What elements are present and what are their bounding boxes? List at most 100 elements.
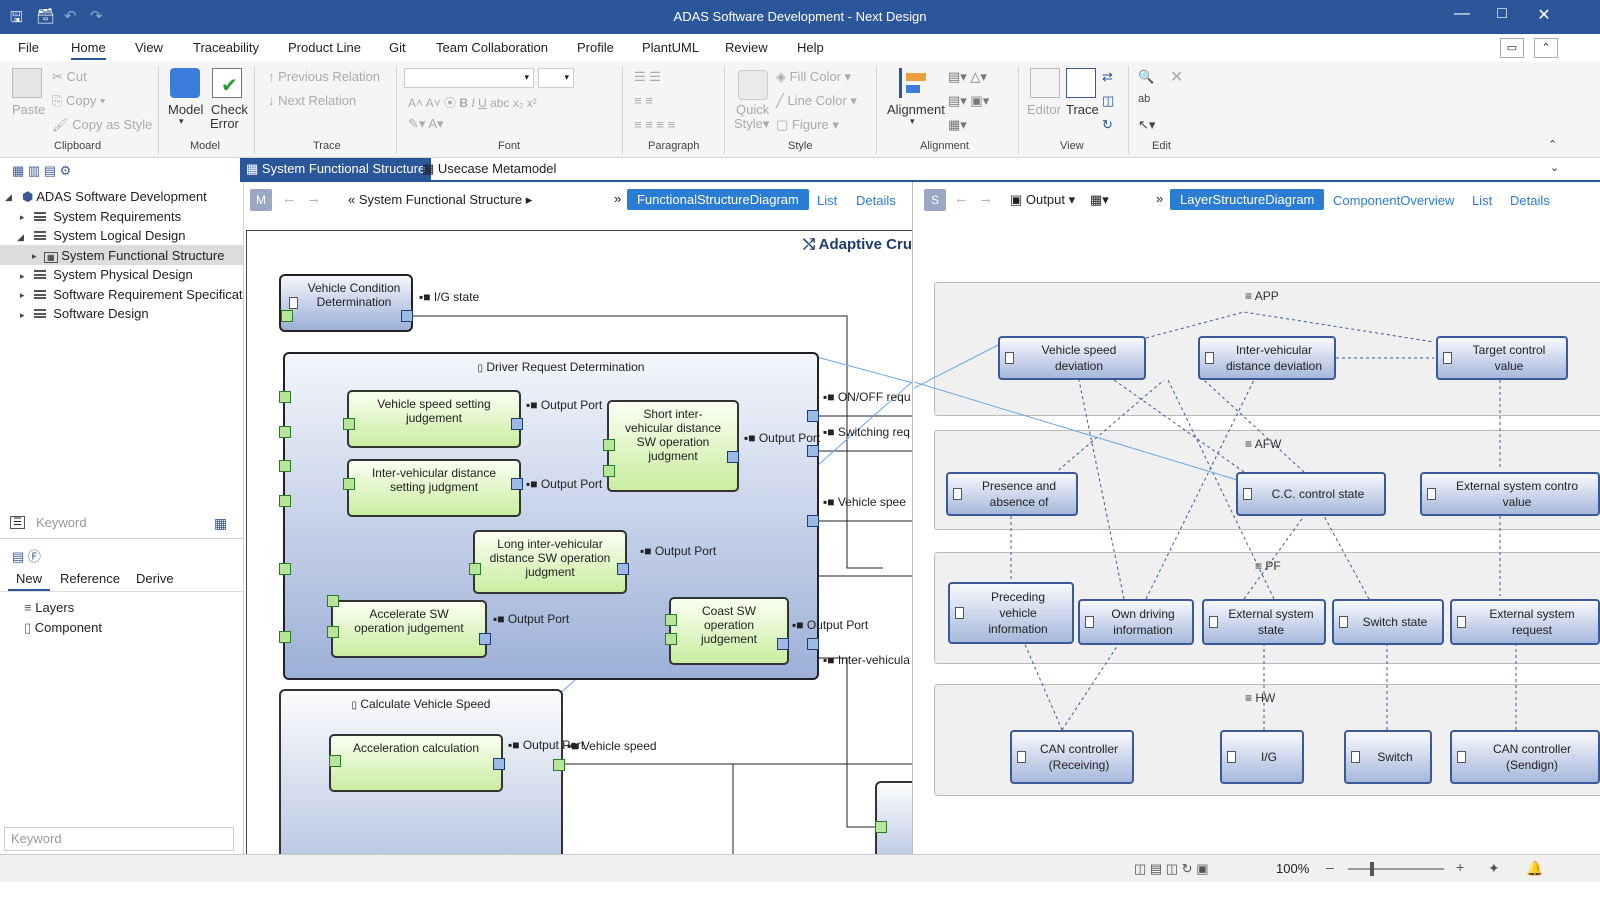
output-port[interactable] <box>727 451 739 463</box>
component-own-driving-info[interactable]: Own driving information <box>1078 599 1194 645</box>
tree-expand-system-requirements[interactable]: ▸ <box>20 212 25 222</box>
component-vehicle-speed-deviation[interactable]: Vehicle speed deviation <box>998 336 1146 380</box>
view-functional-structure-diagram[interactable]: FunctionalStructureDiagram <box>627 189 809 210</box>
input-port[interactable] <box>469 563 481 575</box>
block-short-distance-sw[interactable]: Short inter- vehicular distance SW opera… <box>607 400 739 492</box>
editor-button[interactable]: Editor <box>1027 102 1061 117</box>
save-all-icon[interactable]: 🗃 <box>36 8 56 25</box>
ribbon-collapse-icon[interactable]: ⌃ <box>1548 139 1558 151</box>
input-port[interactable] <box>279 426 291 438</box>
replace-icon[interactable]: ab <box>1138 93 1151 105</box>
input-port[interactable] <box>329 755 341 767</box>
error-label[interactable]: Error <box>210 116 239 131</box>
tree-item-system-logical-design[interactable]: System Logical Design <box>34 228 185 243</box>
font-format-icons[interactable]: A˄ A˅ ⦿ B I U abc x₂ x² <box>408 96 537 110</box>
menu-profile[interactable]: Profile <box>577 40 614 55</box>
output-port[interactable] <box>479 633 491 645</box>
component-switch-state[interactable]: Switch state <box>1332 599 1444 645</box>
output-port[interactable] <box>807 515 819 527</box>
undo-icon[interactable]: ↶ <box>64 8 77 25</box>
component-ig[interactable]: I/G <box>1220 730 1304 784</box>
tree-expand-system-functional-structure[interactable]: ▸ <box>32 251 37 261</box>
menu-team-collaboration[interactable]: Team Collaboration <box>436 40 549 55</box>
tab-reference[interactable]: Reference <box>60 571 120 586</box>
model-dropdown-icon[interactable]: ▾ <box>179 116 184 126</box>
tab-system-functional-structure[interactable]: ▦ System Functional Structure <box>240 158 432 180</box>
block-accelerate-sw[interactable]: Accelerate SW operation judgement <box>331 600 487 658</box>
component-inter-vehicular-distance-deviation[interactable]: Inter-vehicular distance deviation <box>1198 336 1336 380</box>
fill-color-button[interactable]: ◈ Fill Color ▾ <box>776 69 852 84</box>
tree-search-input[interactable]: Keyword <box>30 512 206 536</box>
save-icon[interactable]: 🖫 <box>10 9 23 26</box>
input-port[interactable] <box>603 439 615 451</box>
output-port[interactable] <box>807 638 819 650</box>
zoom-slider-thumb[interactable] <box>1370 862 1374 876</box>
zoom-in-icon[interactable]: + <box>1456 859 1465 875</box>
notification-icon[interactable]: 🔔 <box>1526 860 1544 876</box>
close-icon[interactable]: ✕ <box>1537 7 1551 24</box>
menu-review[interactable]: Review <box>725 40 768 55</box>
input-port[interactable] <box>665 633 677 645</box>
view-layer-structure-diagram[interactable]: LayerStructureDiagram <box>1170 189 1325 210</box>
view-overflow-icon[interactable]: » <box>1156 191 1164 206</box>
input-port[interactable] <box>343 478 355 490</box>
input-port[interactable] <box>553 759 565 771</box>
indent-icons[interactable]: ≡ ≡ <box>634 93 653 108</box>
select-icon[interactable]: ↖▾ <box>1138 117 1156 132</box>
input-port[interactable] <box>343 418 355 430</box>
view-details[interactable]: Details <box>856 193 896 208</box>
input-port[interactable] <box>327 626 339 638</box>
hierarchy-dropdown-icon[interactable]: ▦▾ <box>1090 192 1109 207</box>
output-port[interactable] <box>401 310 413 322</box>
maximize-icon[interactable]: □ <box>1497 5 1507 22</box>
tree-toolbar-icons[interactable]: ▦ ▥ ▤ ⚙ <box>12 163 72 178</box>
breadcrumb[interactable]: « System Functional Structure ▸ <box>348 192 533 207</box>
back-icon[interactable]: ← <box>282 190 297 207</box>
component-target-control-value[interactable]: Target control value <box>1436 336 1568 380</box>
tree-expand-software-requirement[interactable]: ▸ <box>20 290 25 300</box>
output-port[interactable] <box>807 410 819 422</box>
paste-button[interactable]: Paste <box>12 102 46 117</box>
comment-icon[interactable]: ▭ <box>1500 38 1524 58</box>
output-port[interactable] <box>807 445 819 457</box>
tab-overflow-icon[interactable]: ⌄ <box>1550 162 1560 174</box>
swap-icon[interactable]: ⇄ <box>1102 69 1113 84</box>
view-list[interactable]: List <box>1472 193 1493 208</box>
tree-item-system-requirements[interactable]: System Requirements <box>34 209 181 224</box>
component-preceding-vehicle-info[interactable]: Preceding vehicle information <box>948 582 1074 644</box>
output-dropdown[interactable]: ▣ Output ▾ <box>1010 192 1076 207</box>
collapse-ribbon-icon[interactable]: ⌃ <box>1534 38 1558 58</box>
next-relation-button[interactable]: ↓ Next Relation <box>268 93 357 108</box>
structure-nav-badge[interactable]: S <box>924 189 946 211</box>
block-inter-vehicular-distance-setting[interactable]: Inter-vehicular distance setting judgmen… <box>347 459 521 517</box>
tree-root[interactable]: ⬢ ADAS Software Development <box>22 189 207 205</box>
block-partial[interactable] <box>875 781 912 854</box>
tab-derive[interactable]: Derive <box>136 571 174 586</box>
view-list[interactable]: List <box>817 193 838 208</box>
quick-label[interactable]: Quick <box>736 102 770 117</box>
font-family-select[interactable]: ▾ <box>404 68 534 88</box>
tree-item-software-requirement[interactable]: Software Requirement Specificat <box>34 287 243 302</box>
output-port[interactable] <box>511 418 523 430</box>
menu-file[interactable]: File <box>18 40 39 55</box>
tree-expand-root[interactable]: ◢ <box>5 192 12 202</box>
component-presence-absence[interactable]: Presence and absence of <box>946 472 1078 516</box>
forward-icon[interactable]: → <box>978 190 993 207</box>
figure-button[interactable]: ▢ Figure ▾ <box>776 117 839 132</box>
copy-as-style-button[interactable]: 🖌 Copy as Style <box>52 117 153 132</box>
tree-expand-software-design[interactable]: ▸ <box>20 310 25 320</box>
view-details[interactable]: Details <box>1510 193 1550 208</box>
breadcrumb-overflow-icon[interactable]: » <box>614 191 622 206</box>
editor-splitter[interactable] <box>912 182 913 854</box>
search-filter-icon[interactable]: ☰ <box>10 516 25 529</box>
model-button[interactable]: Model <box>168 102 204 117</box>
block-acceleration-calculation[interactable]: Acceleration calculation <box>329 734 503 792</box>
cut-button[interactable]: ✂ Cut <box>52 69 87 84</box>
menu-product-line[interactable]: Product Line <box>288 40 361 55</box>
component-cc-control-state[interactable]: C.C. control state <box>1236 472 1386 516</box>
arrange-icons-3[interactable]: ▦▾ <box>948 117 967 132</box>
back-icon[interactable]: ← <box>954 190 969 207</box>
arrange-icons-1[interactable]: ▤▾ △▾ <box>948 69 987 84</box>
functional-structure-diagram[interactable]: ⤭ Adaptive Cru <box>246 230 912 854</box>
tree-expand-system-logical-design[interactable]: ◢ <box>17 232 24 242</box>
